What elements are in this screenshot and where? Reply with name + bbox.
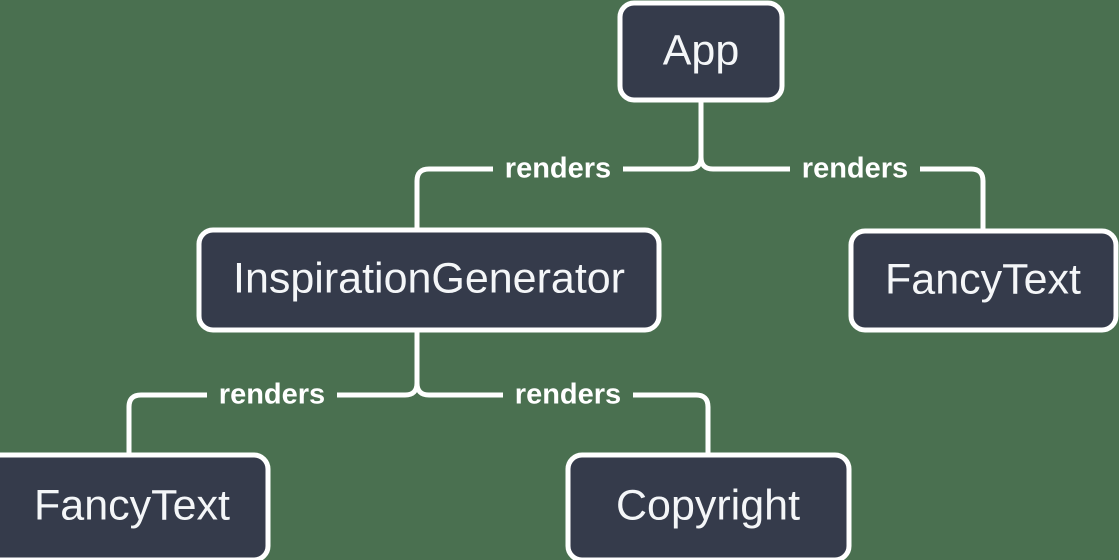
node-box <box>0 452 271 560</box>
node-box <box>565 452 852 560</box>
edge-label-text: renders <box>219 379 325 411</box>
edge-labels-layer: renders renders renders renders <box>207 150 920 414</box>
node-box <box>848 228 1119 333</box>
edge-label-app-to-fancytext-right: renders <box>790 150 920 188</box>
node-fancytext-right: FancyText <box>848 228 1119 333</box>
node-fancytext-bottom-left: FancyText <box>0 452 271 560</box>
node-box <box>617 0 785 103</box>
node-inspiration-generator: InspirationGenerator <box>196 227 662 333</box>
edge-label-text: renders <box>802 153 908 185</box>
node-box <box>196 227 662 333</box>
edge-label-text: renders <box>515 379 621 411</box>
node-label-text: InspirationGenerator <box>233 254 625 302</box>
edge-label-backdrop <box>493 150 623 188</box>
edge-label-backdrop <box>503 376 633 414</box>
node-label-text: FancyText <box>885 255 1081 303</box>
edge-label-app-to-inspiration-generator: renders <box>493 150 623 188</box>
node-label-text: App <box>663 26 740 74</box>
node-label-text: Copyright <box>616 481 800 529</box>
node-copyright: Copyright <box>565 452 852 560</box>
edge-label-text: renders <box>505 153 611 185</box>
edge-label-inspiration-generator-to-fancytext: renders <box>207 376 337 414</box>
node-app: App <box>617 0 785 103</box>
edge-label-inspiration-generator-to-copyright: renders <box>503 376 633 414</box>
edge-label-backdrop <box>790 150 920 188</box>
node-label-text: FancyText <box>34 481 230 529</box>
edge-label-backdrop <box>207 376 337 414</box>
